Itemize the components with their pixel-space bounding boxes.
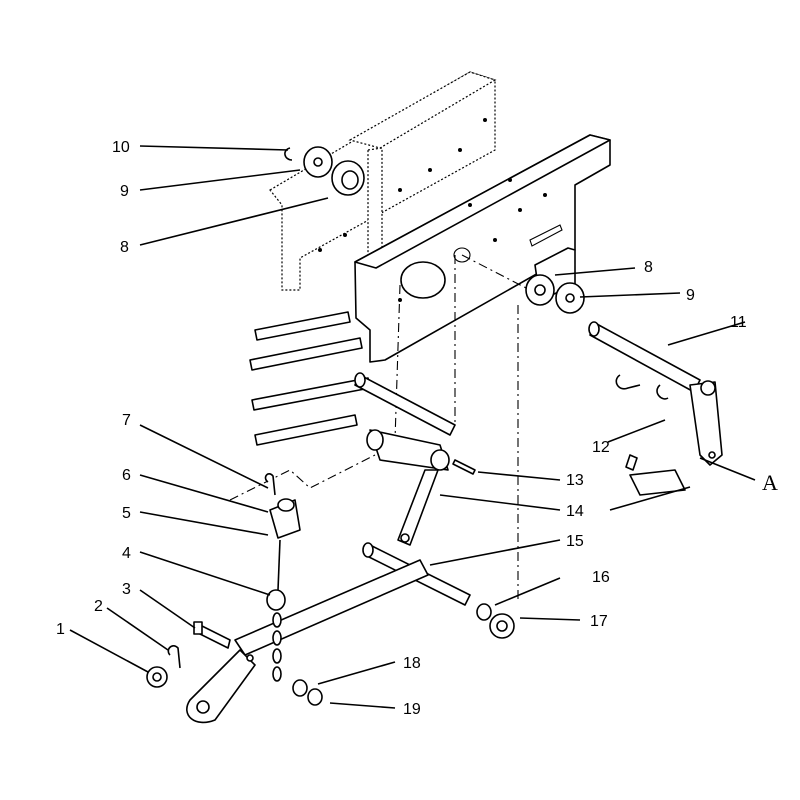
callout-labels: 10 9 8 8 9 11 12 13 14 15 16 17 18 19 7 … [56, 139, 778, 718]
callout-10: 10 [112, 139, 130, 156]
callout-7: 7 [122, 412, 131, 429]
height-adjust-block [264, 473, 301, 539]
upper-cross-shaft [354, 372, 456, 436]
callout-19: 19 [403, 701, 421, 718]
callout-18: 18 [403, 655, 421, 672]
lower-lift-shaft [186, 542, 471, 724]
callout-1: 1 [56, 621, 65, 638]
bushing-washer-right [525, 274, 585, 314]
clevis-right [615, 374, 686, 496]
callout-16: 16 [592, 569, 610, 586]
callout-3: 3 [122, 581, 131, 598]
lift-link-arm [366, 429, 476, 546]
callout-6: 6 [122, 467, 131, 484]
callout-9-right: 9 [686, 287, 695, 304]
adjust-chain [266, 539, 286, 682]
callout-5: 5 [122, 505, 131, 522]
hardware-nut [292, 679, 323, 706]
callout-4: 4 [122, 545, 131, 562]
hardware-left [146, 621, 231, 688]
lift-shaft-right [588, 321, 723, 466]
callout-15: 15 [566, 533, 584, 550]
callout-9-upper: 9 [120, 183, 129, 200]
callout-11: 11 [730, 314, 747, 331]
bushing-washer-upper [284, 146, 365, 196]
alignment-lines [229, 254, 531, 600]
callout-14: 14 [566, 503, 584, 520]
deck-rails [249, 311, 371, 446]
callout-8-right: 8 [644, 259, 653, 276]
callout-17: 17 [590, 613, 608, 630]
callout-A: A [762, 470, 778, 495]
front-frame-plate [354, 134, 611, 363]
callout-13: 13 [566, 472, 584, 489]
callout-8-upper: 8 [120, 239, 129, 256]
callout-2: 2 [94, 598, 103, 615]
bushing-lower-right [476, 603, 515, 639]
leader-lines [69, 145, 756, 709]
callout-12: 12 [592, 439, 610, 456]
